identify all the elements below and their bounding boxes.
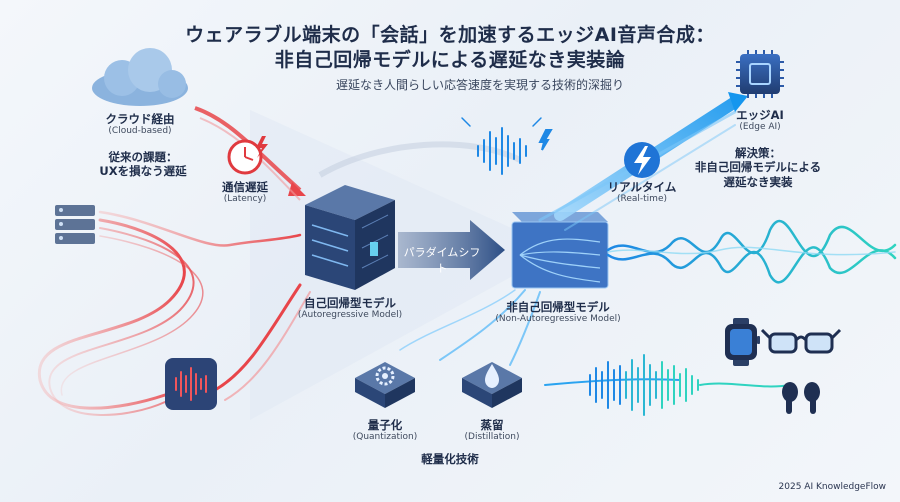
nar-model-label-sub: (Non-Autoregressive Model) (495, 314, 621, 325)
realtime-label-sub: (Real-time) (616, 194, 667, 205)
quantization-label-text: 量子化 (367, 418, 403, 432)
title-line-1: ウェアラブル端末の「会話」を加速するエッジAI音声合成： (185, 24, 715, 46)
clock-icon (227, 136, 268, 175)
red-latency-flow (37, 210, 311, 416)
solution-line-2: 非自己回帰モデルによる (694, 160, 822, 175)
title-line-2: 非自己回帰モデルによる遅延なき実装論 (274, 49, 626, 71)
lightweight-label: 軽量化技術 (395, 452, 505, 466)
cloud-label-text: クラウド経由 (105, 112, 175, 126)
ar-model-label: 自己回帰型モデル (Autoregressive Model) (280, 296, 420, 322)
problem-line-1: 従来の課題： (108, 150, 178, 164)
audio-burst-icon (461, 117, 553, 175)
token-stream-arc (318, 141, 522, 178)
latency-label-sub: (Latency) (223, 194, 267, 205)
ar-model-label-text: 自己回帰型モデル (304, 296, 396, 310)
server-icon (55, 205, 95, 244)
autoregressive-model-icon (305, 185, 395, 290)
cloud-label: クラウド経由 (Cloud-based) (95, 112, 185, 138)
smart-glasses-icon (760, 328, 842, 354)
solution-label: 解決策： 非自己回帰モデルによる 遅延なき実装 (688, 146, 828, 189)
latency-label: 通信遅延 (Latency) (200, 180, 290, 206)
latency-label-text: 通信遅延 (222, 180, 268, 194)
lightning-icon (624, 142, 660, 178)
footer-credit: 2025 AI KnowledgeFlow (778, 482, 886, 492)
ar-model-label-sub: (Autoregressive Model) (297, 310, 403, 321)
problem-label: 従来の課題： UXを損なう遅延 (88, 150, 198, 179)
quantization-label: 量子化 (Quantization) (345, 418, 425, 444)
quantization-gear-tile (355, 362, 415, 408)
edge-chip-icon (736, 50, 784, 98)
problem-line-2: UXを損なう遅延 (99, 164, 187, 179)
nar-lightweight-flow (399, 289, 681, 386)
distillation-drop-tile (462, 362, 522, 408)
solution-line-3: 遅延なき実装 (723, 174, 793, 189)
edge-ai-label: エッジAI (Edge AI) (720, 108, 800, 134)
edge-ai-label-sub: (Edge AI) (739, 122, 781, 133)
smartwatch-icon (725, 318, 760, 366)
paradigm-shift-arrow (398, 220, 505, 280)
edge-ai-label-text: エッジAI (736, 108, 784, 122)
distillation-label-sub: (Distillation) (464, 432, 520, 443)
quantization-label-sub: (Quantization) (352, 432, 418, 443)
subtitle: 遅延なき人間らしい応答速度を実現する技術的深掘り (335, 78, 624, 92)
lightweight-label-text: 軽量化技術 (421, 452, 479, 466)
realtime-label: リアルタイム (Real-time) (602, 180, 682, 206)
audio-waveform-tile (165, 358, 217, 410)
earbuds-icon (782, 382, 820, 414)
solution-line-1: 解決策： (735, 146, 781, 160)
nar-model-label-text: 非自己回帰型モデル (506, 300, 610, 314)
nar-model-label: 非自己回帰型モデル (Non-Autoregressive Model) (478, 300, 638, 326)
cloud-to-model-arrow (194, 106, 302, 192)
output-waveform (606, 219, 897, 284)
realtime-label-text: リアルタイム (607, 180, 677, 194)
bottom-waveform (589, 354, 791, 416)
distillation-label: 蒸留 (Distillation) (452, 418, 532, 444)
distillation-label-text: 蒸留 (480, 418, 504, 432)
non-autoregressive-model-icon (511, 212, 609, 289)
cloud-icon (92, 48, 188, 106)
paradigm-shift-label: パラダイムシフト (403, 246, 481, 275)
cloud-label-sub: (Cloud-based) (108, 126, 172, 137)
